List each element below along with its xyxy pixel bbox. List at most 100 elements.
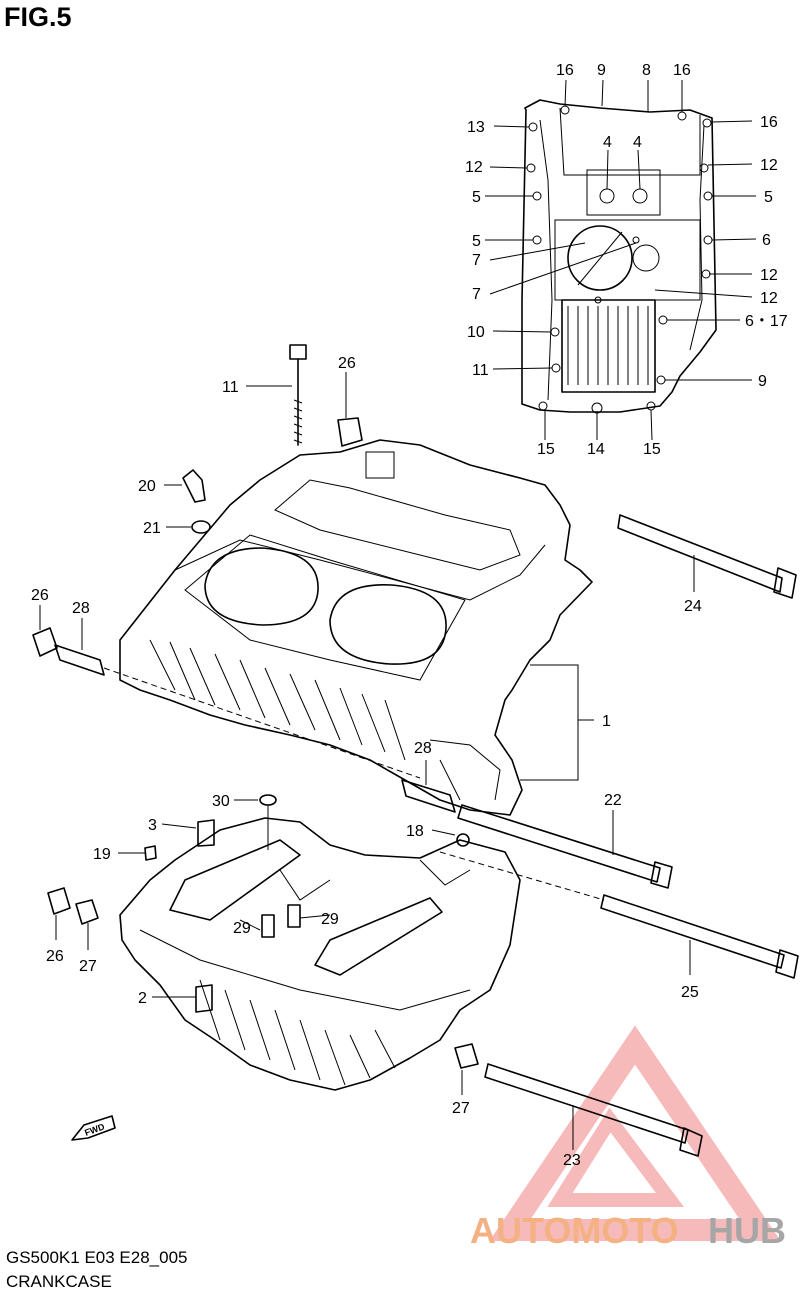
callout-20: 20	[138, 478, 156, 495]
bearing-saddle-right	[314, 897, 443, 976]
callout-26: 26	[338, 355, 356, 372]
dowel-28-center	[401, 779, 456, 813]
callout-2: 2	[138, 990, 147, 1007]
inset-inner-wall-right	[689, 124, 705, 351]
callout-19: 19	[93, 846, 111, 863]
callout-11: 11	[222, 379, 239, 396]
callout-26: 26	[46, 948, 64, 965]
callout-15: 15	[643, 441, 661, 458]
callout-28: 28	[72, 600, 90, 617]
cylinder-bore-right	[329, 584, 447, 665]
model-code: GS500K1 E03 E28_005	[6, 1248, 188, 1267]
inset-port-left	[599, 188, 615, 204]
lower-ribs	[199, 979, 396, 1086]
fwd-arrow: FWD	[71, 1115, 116, 1141]
upper-crankcase	[119, 439, 593, 816]
group-name: CRANKCASE	[6, 1272, 112, 1291]
through-bolt-22	[457, 804, 673, 889]
callout-7: 7	[472, 252, 481, 269]
upper-case-top-deck	[174, 539, 546, 601]
cylinder-bore-left	[204, 547, 319, 626]
through-bolt-23	[484, 1063, 703, 1157]
dowel-2	[195, 984, 213, 1013]
watermark-triangle-inner	[547, 1107, 684, 1207]
washer-27-left	[75, 899, 99, 925]
callout-5: 5	[472, 233, 481, 250]
inset-valve-box	[586, 169, 661, 216]
upper-case-outline	[119, 439, 593, 816]
inset-plug	[632, 244, 660, 272]
callout-18: 18	[406, 823, 424, 840]
upper-case-right-bosses	[429, 739, 501, 801]
callout-9: 9	[597, 62, 606, 79]
lower-inner-wall	[139, 929, 471, 1011]
callout-12: 12	[760, 267, 778, 284]
bolt-30	[259, 794, 277, 850]
callout-21: 21	[143, 520, 161, 537]
breather-boss	[365, 451, 395, 479]
o-ring-21	[191, 520, 211, 534]
oil-jet-20	[182, 469, 206, 503]
inset-pan-outline	[561, 299, 656, 393]
callout-28: 28	[414, 740, 432, 757]
callout-22: 22	[604, 792, 622, 809]
washer-27-bottom	[454, 1043, 479, 1069]
callout-8: 8	[642, 62, 651, 79]
callout-12: 12	[465, 159, 483, 176]
nut-26-left	[32, 627, 58, 657]
callout-26: 26	[31, 587, 49, 604]
inset-top-rail	[559, 107, 701, 176]
callout-30: 30	[212, 793, 230, 810]
callout-27: 27	[79, 958, 97, 975]
callout-1: 1	[602, 713, 611, 730]
inset-pan-fins	[567, 306, 649, 385]
callout-6-17: 6・17	[745, 313, 788, 330]
callout-29: 29	[233, 920, 251, 937]
stud-bolt-11	[289, 344, 307, 446]
callout-16: 16	[673, 62, 691, 79]
callout-15: 15	[537, 441, 555, 458]
watermark-logo: AUTOMOTO HUB	[470, 1025, 786, 1251]
callout-29: 29	[321, 911, 339, 928]
lower-case-outline	[119, 817, 521, 1091]
callout-7: 7	[472, 286, 481, 303]
through-bolt-25	[439, 851, 799, 979]
callout-27: 27	[452, 1100, 470, 1117]
inset-filter-cover	[567, 225, 633, 291]
inset-filter-bar	[577, 231, 623, 286]
callout-5: 5	[472, 189, 481, 206]
inset-outline	[521, 99, 717, 413]
dowel-3	[197, 819, 215, 847]
figure-title: FIG.5	[4, 2, 72, 32]
lower-case-inset	[521, 99, 717, 414]
plug-18	[456, 833, 470, 847]
watermark-text-left: AUTOMOTO	[470, 1210, 679, 1251]
dowel-29-left	[261, 914, 275, 938]
callout-11: 11	[472, 362, 489, 379]
callout-6: 6	[762, 232, 771, 249]
callout-16: 16	[556, 62, 574, 79]
inset-leaders	[485, 79, 757, 441]
inset-inner-wall	[539, 119, 553, 401]
callout-23: 23	[563, 1152, 581, 1169]
upper-fins	[149, 639, 406, 761]
bearing-saddle-left	[169, 839, 301, 921]
dowel-29-right	[287, 904, 301, 928]
callout-9: 9	[758, 373, 767, 390]
callout-5: 5	[764, 189, 773, 206]
callout-12: 12	[760, 157, 778, 174]
nut-26-bottom	[47, 887, 71, 915]
plug-19	[144, 845, 157, 861]
cylinder-gasket-face	[184, 534, 466, 681]
cam-chain-tunnel	[274, 479, 521, 571]
callout-13: 13	[467, 119, 485, 136]
lower-bosses	[279, 859, 471, 901]
callout-12: 12	[760, 290, 778, 307]
callout-4: 4	[603, 134, 612, 151]
lower-crankcase	[119, 817, 521, 1091]
callout-16: 16	[760, 114, 778, 131]
cap-nut-26-top	[337, 417, 363, 447]
callout-14: 14	[587, 441, 605, 458]
through-bolt-24	[617, 514, 797, 599]
